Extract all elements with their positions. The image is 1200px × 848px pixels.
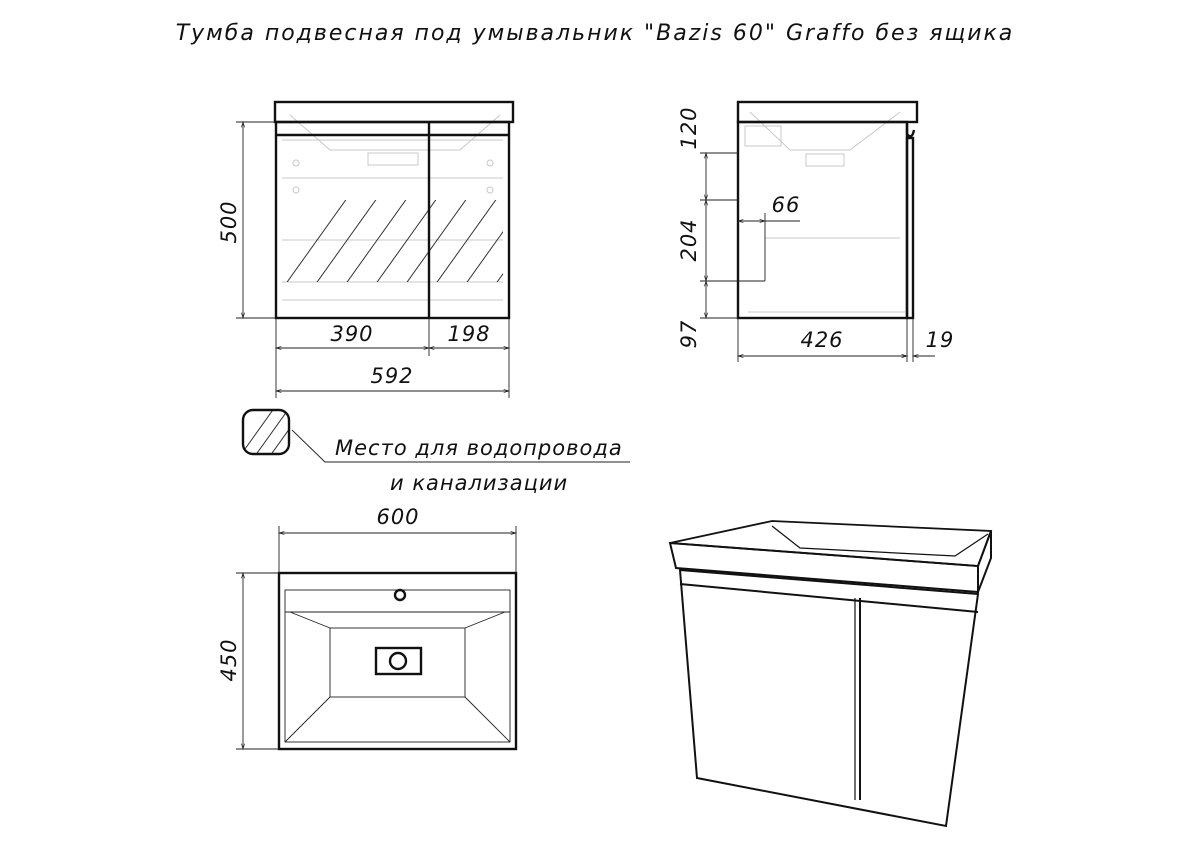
hatch-swatch [241,408,291,456]
dim-left-door: 390 [330,322,373,346]
side-view: 120 204 97 66 426 19 [677,100,955,362]
dim-offset: 66 [772,193,801,217]
tap-hole [393,588,407,602]
dim-top: 120 [677,106,701,149]
front-view: 500 390 198 592 [217,100,515,398]
dim-middle: 204 [677,218,701,261]
drawing-title: Тумба подвесная под умывальник "Bazis 60… [176,21,1015,46]
dim-top-width: 600 [376,505,419,529]
legend-line2: и канализации [390,471,568,495]
top-view: 600 450 [217,505,518,751]
dim-right-door: 198 [447,322,490,346]
dim-width: 592 [370,364,413,388]
legend: Место для водопровода и канализации [241,408,630,495]
dim-bottom: 97 [677,320,701,349]
dim-height: 500 [217,200,241,243]
dim-top-depth: 450 [217,638,241,681]
perspective-view [668,520,993,828]
legend-line1: Место для водопровода [335,436,623,460]
dim-depth: 426 [800,328,843,352]
dim-door: 19 [926,328,955,352]
drain [374,646,423,676]
